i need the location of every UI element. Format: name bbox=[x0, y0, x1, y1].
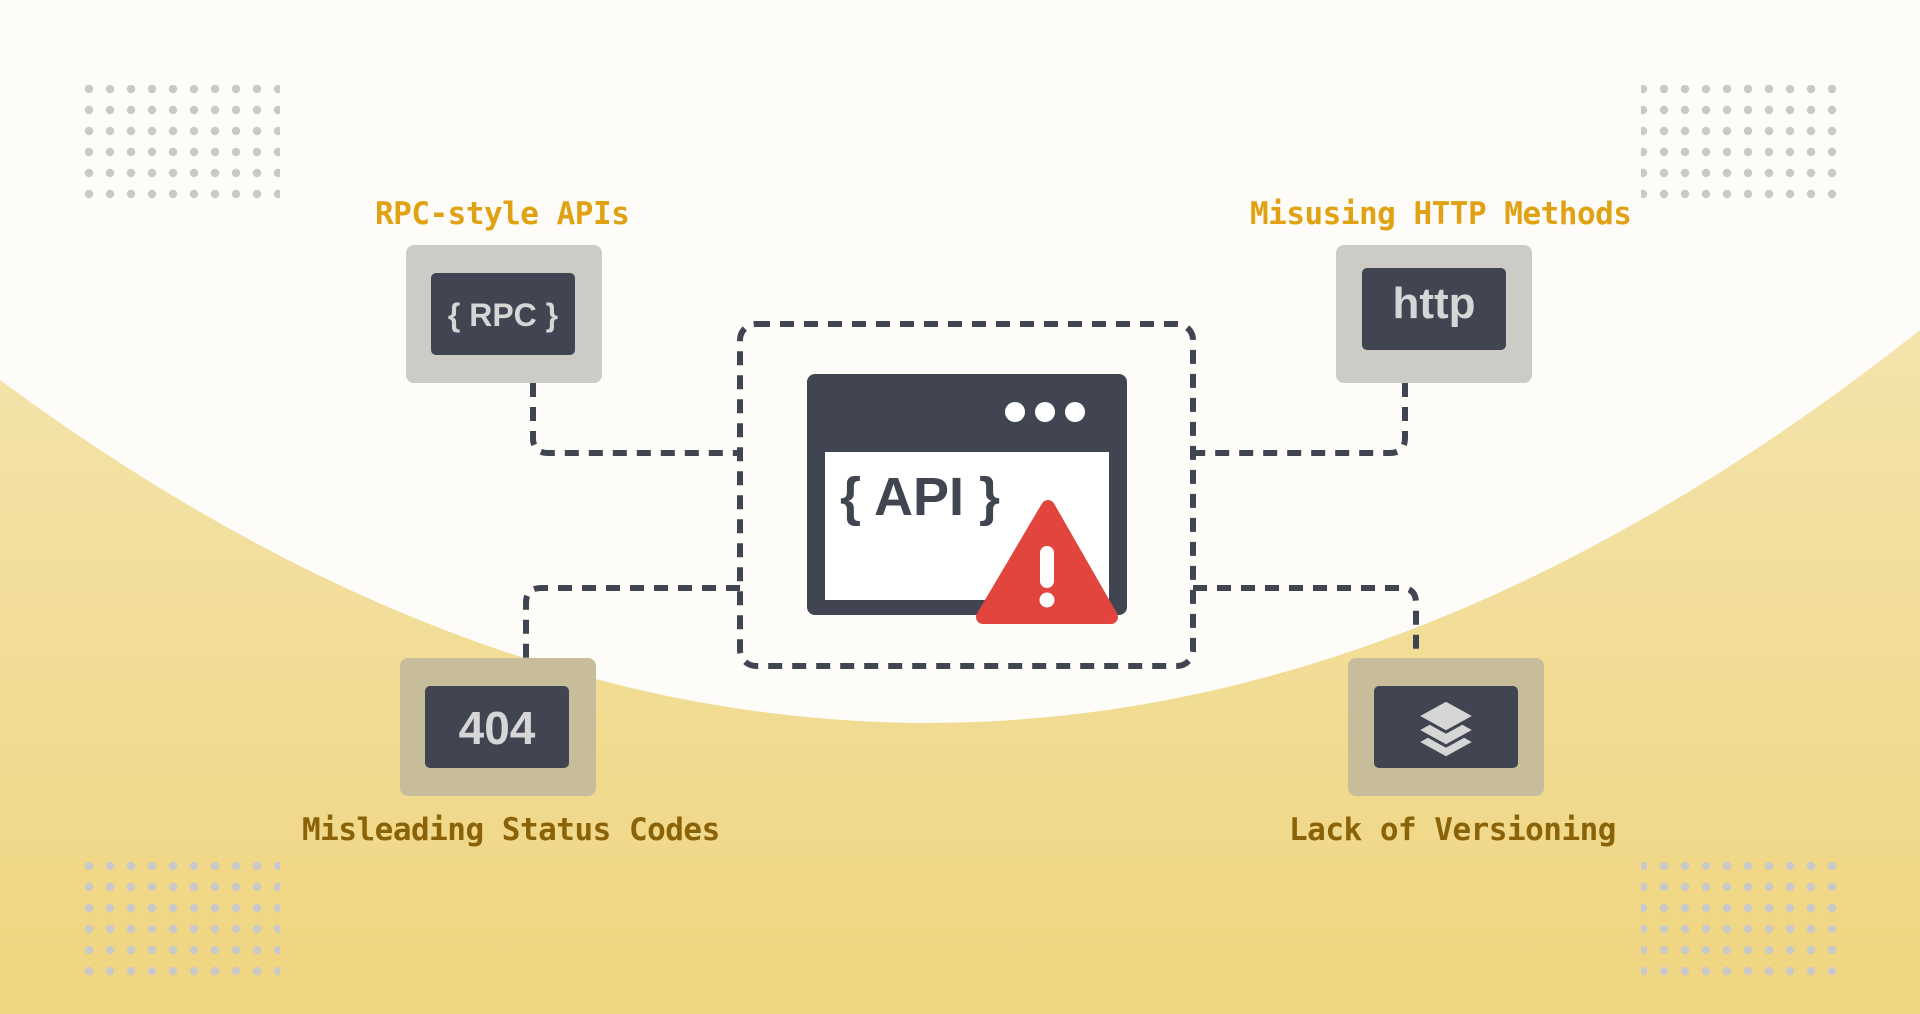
connector-status bbox=[523, 585, 740, 658]
versioning-title: Lack of Versioning bbox=[1289, 812, 1616, 848]
http-title: Misusing HTTP Methods bbox=[1250, 196, 1632, 232]
api-window: { API } bbox=[807, 374, 1127, 624]
status-title: Misleading Status Codes bbox=[302, 812, 720, 848]
http-screen bbox=[1362, 268, 1506, 350]
connector-http bbox=[1193, 383, 1408, 456]
rpc-node: { RPC } bbox=[406, 245, 602, 383]
status-node: 404 bbox=[400, 658, 596, 796]
dot-grid-top-right bbox=[1641, 85, 1839, 205]
status-screen bbox=[425, 686, 569, 768]
connector-rpc bbox=[530, 383, 740, 456]
background-arc bbox=[0, 0, 1920, 723]
http-node: http bbox=[1336, 245, 1532, 383]
rpc-screen bbox=[431, 273, 575, 355]
center-dashed-frame bbox=[737, 321, 1196, 669]
warning-triangle-icon bbox=[976, 500, 1118, 624]
versioning-node bbox=[1348, 658, 1544, 796]
rpc-title: RPC-style APIs bbox=[375, 196, 630, 232]
dot-grid-top-left bbox=[82, 85, 280, 205]
dot-grid-bottom-left bbox=[82, 858, 280, 978]
api-window-label: { API } bbox=[840, 467, 1000, 527]
three-dots-icon bbox=[1005, 402, 1085, 422]
http-screen-text: http bbox=[1392, 279, 1475, 328]
connector-versioning bbox=[1193, 585, 1419, 658]
layers-stack-icon bbox=[1415, 698, 1477, 760]
dot-grid-bottom-right bbox=[1641, 858, 1839, 978]
status-screen-text: 404 bbox=[459, 702, 536, 754]
rpc-screen-text: { RPC } bbox=[448, 297, 558, 333]
